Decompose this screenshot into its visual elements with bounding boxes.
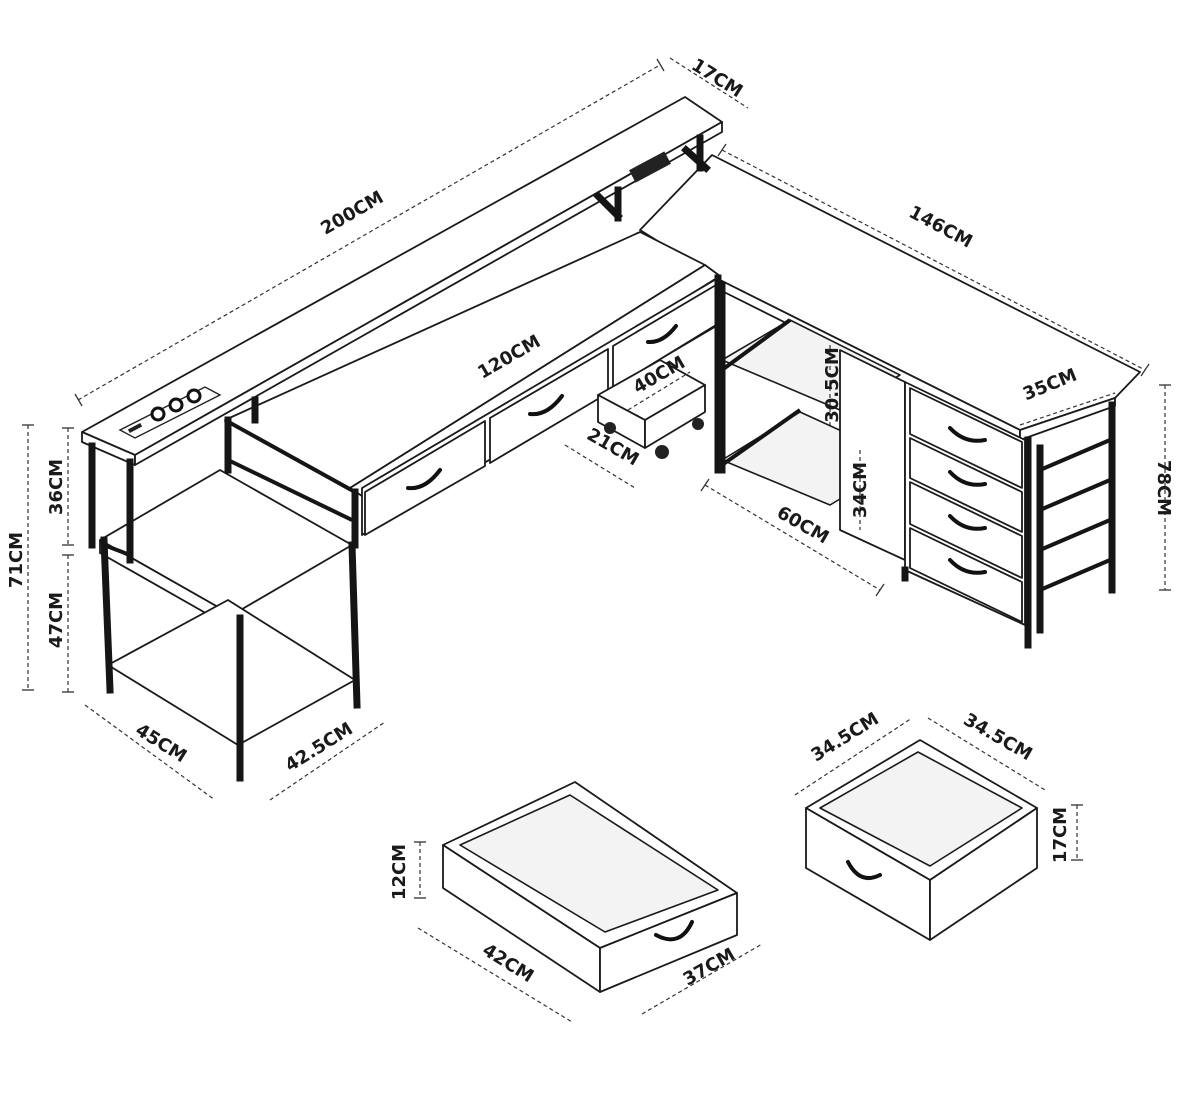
desk-drawer-left <box>364 420 486 536</box>
large-drawer <box>442 781 738 993</box>
drawer-cabinet <box>901 381 1116 649</box>
label-small-drawer-width: 34.5CM <box>807 708 882 766</box>
label-side-lower-height: 47CM <box>46 592 67 648</box>
label-shelf-depth: 17CM <box>688 55 747 103</box>
label-large-drawer-height: 12CM <box>389 844 410 900</box>
side-shelf-unit <box>88 416 361 782</box>
cabinet-drawer-3 <box>909 481 1023 579</box>
dimension-lines <box>22 57 1171 1023</box>
power-outlets <box>118 386 222 439</box>
label-large-drawer-width: 42CM <box>479 940 538 988</box>
label-shelf-gap-upper: 30.5CM <box>822 347 843 423</box>
label-overall-height: 78CM <box>1153 460 1174 516</box>
cabinet-drawer-4 <box>909 527 1023 623</box>
label-open-shelf-width: 60CM <box>773 502 832 548</box>
label-side-upper-height: 36CM <box>46 459 67 515</box>
small-drawer <box>805 739 1038 941</box>
desk-drawer-row <box>361 274 722 536</box>
label-side-total-height: 71CM <box>6 532 27 588</box>
side-shelf-middle <box>99 469 353 616</box>
rolling-cabinet <box>597 359 706 459</box>
label-small-drawer-height: 17CM <box>1050 807 1071 863</box>
label-return-length: 146CM <box>905 202 976 253</box>
label-shelf-gap-lower: 34CM <box>850 462 871 518</box>
label-small-drawer-depth: 34.5CM <box>960 709 1036 765</box>
label-desk-total-length: 200CM <box>317 187 387 240</box>
return-side-panel <box>839 349 906 561</box>
l-shaped-desk <box>81 96 1141 782</box>
label-side-width: 42.5CM <box>281 718 356 776</box>
